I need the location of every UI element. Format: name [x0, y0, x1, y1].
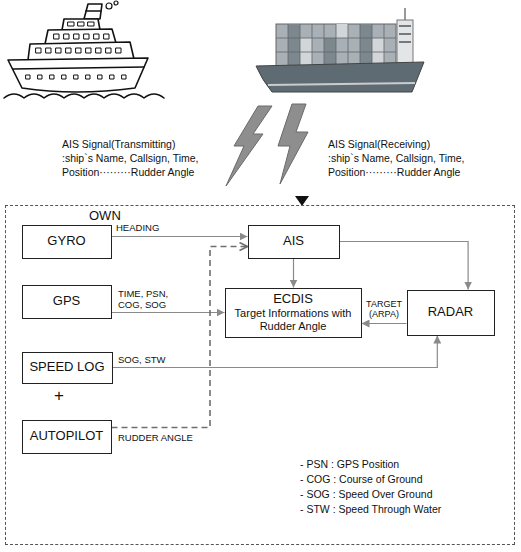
- cargo-ship-hull: [256, 62, 424, 92]
- signal-content: :ship`s Name, Callsign, Time,: [62, 152, 199, 165]
- edge-label: RUDDER ANGLE: [118, 433, 193, 444]
- abbreviation-note: - SOG : Speed Over Ground: [300, 488, 432, 501]
- signal-bolt: [278, 104, 308, 184]
- ship-bridge-block: [397, 20, 413, 64]
- system-boundary: OWN GYRO AIS GPS ECDISTarget Informations wi…: [5, 205, 515, 545]
- edge-label: TIME, PSN, COG, SOG: [118, 289, 178, 311]
- region-label: OWN: [89, 209, 121, 224]
- ship-funnel: [84, 4, 102, 19]
- data-line: [112, 312, 225, 313]
- container-light-columns: [300, 24, 384, 66]
- equipment-box: GYRO: [22, 225, 112, 259]
- data-line: [293, 259, 294, 288]
- equipment-box: GPS: [22, 285, 112, 319]
- signal-title: AIS Signal(Receiving): [328, 138, 430, 151]
- box-title: ECDIS: [273, 292, 313, 307]
- signal-content: :ship`s Name, Callsign, Time,: [328, 152, 465, 165]
- ship-funnel-band: [86, 10, 101, 12]
- equipment-box: AIS: [248, 225, 340, 259]
- hull-stripe: [13, 67, 144, 69]
- data-line: [340, 242, 469, 290]
- ship-windows: [36, 22, 121, 53]
- ship-portholes: [26, 75, 126, 79]
- edge-label: SOG, STW: [118, 355, 166, 366]
- smoke-puffs: [106, 1, 118, 9]
- equipment-box: SPEED LOG: [22, 352, 113, 384]
- container-ship: [256, 8, 424, 92]
- abbreviation-note: - PSN : GPS Position: [300, 458, 399, 471]
- box-title: GPS: [53, 294, 80, 309]
- abbreviation-note: - STW : Speed Through Water: [300, 503, 441, 516]
- bridge-windows: [399, 26, 411, 42]
- equipment-box: AUTOPILOT: [22, 420, 112, 454]
- abbreviation-note: - COG : Course of Ground: [300, 473, 423, 486]
- ship-mast: [404, 8, 406, 20]
- signal-content: Position·········Rudder Angle: [328, 166, 460, 179]
- data-line: [113, 336, 438, 368]
- data-line: [362, 323, 407, 324]
- ship-hull: [8, 58, 148, 92]
- container-grid: [276, 24, 396, 66]
- box-subtext: Target Informations with Rudder Angle: [232, 307, 355, 332]
- plus-sign: +: [54, 386, 64, 406]
- edge-label: HEADING: [116, 223, 159, 234]
- box-title: AIS: [283, 234, 304, 249]
- container-stack: [276, 24, 396, 66]
- signal-title: AIS Signal(Transmitting): [62, 138, 175, 151]
- signal-bolt: [226, 106, 272, 186]
- data-line: [112, 236, 248, 237]
- hull-waterline: [268, 83, 415, 85]
- equipment-box: RADAR: [407, 290, 495, 336]
- edge-label: TARGET (ARPA): [363, 299, 405, 320]
- box-title: SPEED LOG: [29, 360, 104, 375]
- box-title: AUTOPILOT: [30, 429, 103, 444]
- signal-content: Position·········Rudder Angle: [62, 166, 194, 179]
- box-title: GYRO: [47, 234, 85, 249]
- box-title: RADAR: [428, 305, 474, 320]
- cruise-ship: [4, 1, 164, 98]
- display-box: ECDISTarget Informations with Rudder Ang…: [225, 288, 362, 338]
- sea-waves: [4, 94, 164, 98]
